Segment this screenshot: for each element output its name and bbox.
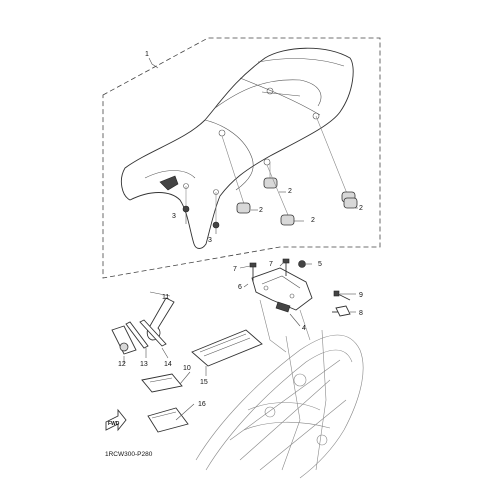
rear-frame (195, 299, 364, 479)
leader-lines (123, 57, 358, 421)
callout-8: 8 (359, 310, 363, 317)
callout-13: 13 (140, 361, 148, 368)
callout-5: 5 (318, 261, 322, 268)
diagram-code: 1RCW300-P280 (105, 451, 153, 458)
callout-15: 15 (200, 379, 208, 386)
damper-part-5[interactable] (343, 197, 358, 209)
seat-part[interactable] (120, 47, 354, 249)
callout-2-d: 2 (311, 217, 315, 224)
callout-1: 1 (145, 51, 149, 58)
manual-part[interactable] (147, 407, 189, 433)
callout-2-c: 2 (259, 207, 263, 214)
fwd-marker: FWD (105, 408, 127, 432)
callout-2-a: 2 (288, 188, 292, 195)
callout-12: 12 (118, 361, 126, 368)
damper-part-2[interactable] (315, 115, 356, 203)
callout-10: 10 (183, 365, 191, 372)
callout-7-a: 7 (233, 266, 237, 273)
lock-bracket-part[interactable] (251, 267, 313, 313)
seat-assembly-boundary (102, 37, 381, 279)
callout-3-a: 3 (172, 213, 176, 220)
callout-2-b: 2 (359, 205, 363, 212)
callout-7-b: 7 (269, 261, 273, 268)
damper-part-3[interactable] (221, 135, 251, 214)
bolt-part-4[interactable] (333, 290, 351, 301)
callouts: 1 2 2 2 2 3 3 4 5 6 7 7 8 9 10 11 12 13 … (118, 51, 363, 408)
callout-3-b: 3 (208, 237, 212, 244)
manual-case-part[interactable] (191, 329, 263, 367)
callout-16: 16 (198, 401, 206, 408)
callout-11: 11 (162, 294, 169, 301)
callout-6: 6 (238, 284, 242, 291)
holder-part[interactable] (141, 373, 183, 393)
tool-band-part[interactable] (111, 325, 137, 355)
bolt-part-3[interactable] (332, 305, 351, 317)
nut-part[interactable] (298, 260, 306, 268)
fwd-label: FWD (108, 421, 120, 427)
callout-9: 9 (359, 292, 363, 299)
damper-part-4[interactable] (266, 164, 295, 226)
tool-part-2[interactable] (139, 319, 167, 347)
tool-part-1[interactable] (125, 321, 149, 349)
callout-14: 14 (164, 361, 172, 368)
screw-part-1[interactable] (182, 186, 190, 213)
callout-4: 4 (302, 325, 306, 332)
bolt-part-2[interactable] (282, 258, 290, 276)
bolt-part-1[interactable] (249, 262, 257, 282)
